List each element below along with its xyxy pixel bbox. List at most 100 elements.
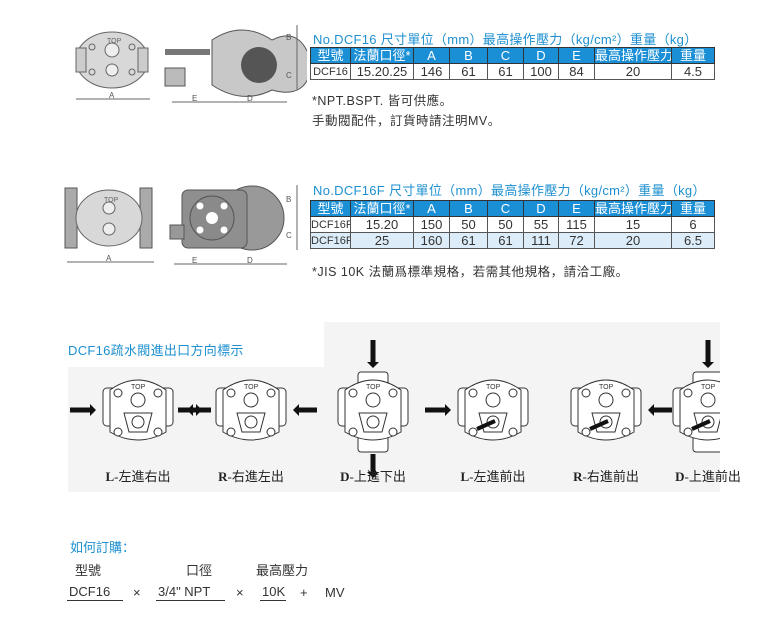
top-mark: TOP [366, 384, 381, 391]
direction-code: L [460, 469, 470, 484]
direction-code: D [675, 469, 685, 484]
header-cell: A [413, 47, 450, 64]
svg-text:A: A [106, 254, 112, 263]
cell: 61 [487, 232, 524, 249]
cell: DCF16F [310, 232, 351, 249]
svg-text:E: E [192, 256, 197, 265]
cell: 50 [449, 216, 488, 233]
cell: 61 [449, 63, 488, 80]
port-icon [365, 392, 381, 408]
valve-cover-icon [464, 379, 522, 441]
cell: 150 [413, 216, 450, 233]
svg-text:B: B [286, 33, 291, 42]
dcf16-note-1: *NPT.BSPT. 皆可供應。 [312, 94, 453, 108]
order-op: × [236, 585, 244, 600]
direction-title: DCF16疏水閥進出口方向標示 [68, 343, 244, 358]
order-op: × [133, 585, 141, 600]
inlet-arrow-icon [425, 404, 451, 416]
inlet-arrow-icon [648, 404, 672, 416]
svg-text:D: D [247, 94, 253, 103]
bolt-icon [621, 388, 631, 398]
order-label-model: 型號 [75, 563, 102, 578]
top-mark: TOP [599, 384, 614, 391]
header-cell: C [487, 47, 524, 64]
inlet-arrow-icon [293, 404, 317, 416]
cell: 20 [594, 232, 672, 249]
top-mark: TOP [701, 384, 716, 391]
cell: 72 [558, 232, 595, 249]
bolt-icon [226, 388, 236, 398]
direction-label: D-上進下出 [318, 466, 428, 485]
cell: DCF16 [310, 63, 351, 80]
direction-code: L [105, 469, 115, 484]
header-cell: 型號 [310, 47, 351, 64]
cell: 6 [671, 216, 715, 233]
cell: 15 [594, 216, 672, 233]
svg-text:B: B [286, 195, 291, 204]
cell: 111 [523, 232, 559, 249]
bolt-icon [621, 427, 631, 437]
svg-text:E: E [192, 94, 197, 103]
direction-label: D-上進前出 [653, 466, 763, 485]
order-label-pressure: 最高壓力 [256, 563, 309, 578]
svg-text:C: C [286, 71, 292, 80]
bolt-icon [153, 427, 163, 437]
direction-code: R [573, 469, 583, 484]
direction-label: L-左進右出 [83, 466, 193, 485]
cell: DCF16F [310, 216, 351, 233]
valve-cover-icon [577, 379, 635, 441]
cell: 20 [594, 63, 672, 80]
order-title: 如何訂購： [70, 540, 136, 555]
cell: 115 [558, 216, 595, 233]
bolt-icon [153, 388, 163, 398]
inlet-arrow-icon [70, 404, 96, 416]
dcf16-note-2: 手動閥配件，訂貨時請注明MV。 [312, 114, 501, 128]
cell: 61 [487, 63, 524, 80]
cell: 6.5 [671, 232, 715, 249]
valve-cover-icon [222, 379, 280, 441]
cell: 100 [523, 63, 559, 80]
bolt-icon [348, 427, 358, 437]
bolt-icon [113, 388, 123, 398]
outlet-arrow-icon [367, 454, 379, 478]
bolt-icon [348, 388, 358, 398]
outlet-port-icon [131, 415, 145, 429]
header-cell: A [413, 200, 450, 217]
direction-code: D [340, 469, 350, 484]
valve-cover-icon [344, 379, 402, 441]
header-cell: D [523, 47, 559, 64]
port-icon [130, 392, 146, 408]
direction-text: -左進前出 [469, 469, 526, 484]
bolt-icon [468, 388, 478, 398]
outlet-arrow-icon [187, 404, 211, 416]
direction-text: -右進左出 [227, 469, 284, 484]
direction-code: R [218, 469, 228, 484]
header-cell: B [449, 47, 488, 64]
bolt-icon [508, 427, 518, 437]
cell: 160 [413, 232, 450, 249]
svg-text:D: D [247, 256, 253, 265]
bolt-icon [113, 427, 123, 437]
panel-title-area [68, 322, 324, 367]
svg-text:TOP: TOP [104, 197, 119, 204]
svg-text:A: A [109, 91, 115, 100]
header-cell: 最高操作壓力 [594, 47, 672, 64]
top-mark: TOP [131, 384, 146, 391]
order-value-size: 3/4" NPT [156, 584, 225, 601]
cell: 15.20 [350, 216, 414, 233]
bolt-icon [266, 388, 276, 398]
order-label-size: 口徑 [186, 563, 213, 578]
port-icon [485, 392, 501, 408]
cell: 15.20.25 [350, 63, 414, 80]
header-cell: E [558, 47, 595, 64]
bolt-icon [388, 427, 398, 437]
direction-text: -上進下出 [349, 469, 406, 484]
inlet-arrow-icon [702, 340, 714, 368]
direction-label: R-右進前出 [551, 466, 661, 485]
header-cell: 最高操作壓力 [594, 200, 672, 217]
